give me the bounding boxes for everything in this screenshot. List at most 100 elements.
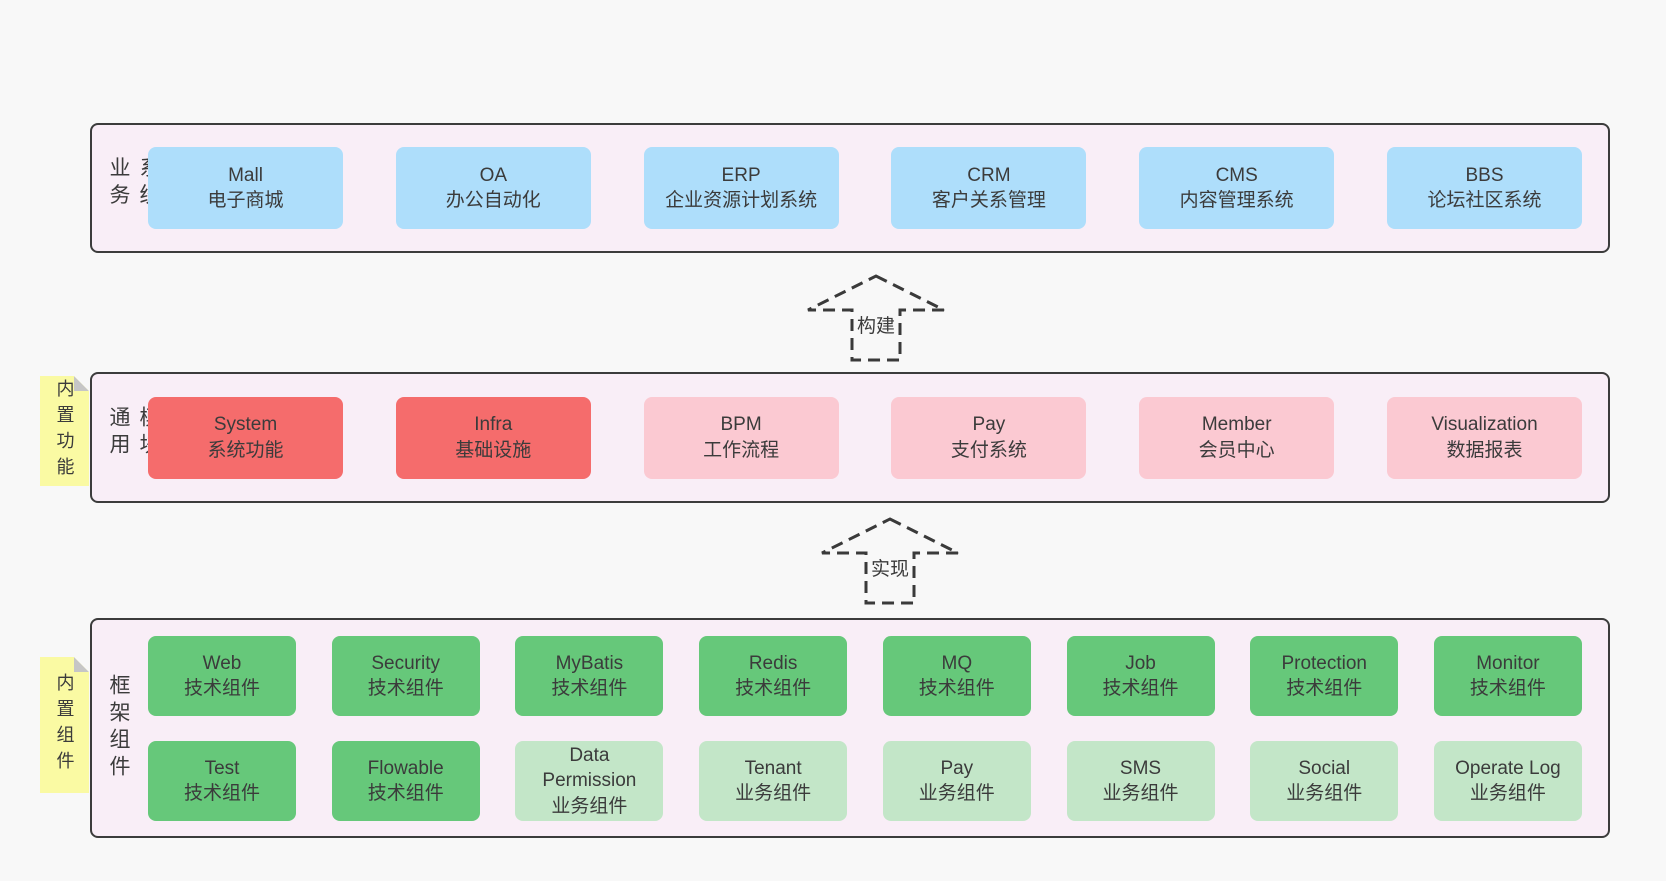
- box-title-en: Infra: [474, 414, 513, 436]
- box-title-en: Operate Log: [1455, 757, 1561, 779]
- box-title-en: CRM: [967, 164, 1011, 186]
- framework-box-row-2: Test 技术组件 Flowable 技术组件 Data Permission …: [148, 741, 1582, 821]
- box-subtitle-zh: 工作流程: [703, 439, 780, 461]
- box-subtitle-zh: 基础设施: [455, 439, 532, 461]
- box-subtitle-zh: 业务组件: [551, 795, 628, 817]
- box-title-en: Tenant: [744, 757, 802, 779]
- box-test: Test 技术组件: [148, 741, 296, 821]
- section-framework-components: 框架组件 Web 技术组件 Security 技术组件 MyBatis 技术组件…: [90, 618, 1610, 838]
- box-visualization: Visualization 数据报表: [1386, 396, 1582, 479]
- box-title-en: Social: [1298, 757, 1351, 779]
- box-title-en: MyBatis: [555, 652, 624, 674]
- box-title-en: CMS: [1215, 164, 1258, 186]
- box-title-en: BPM: [720, 414, 762, 436]
- section-label-framework: 框架组件: [107, 674, 130, 782]
- section-business-systems: 业务系统 Mall 电子商城 OA 办公自动化 ERP 企业资源计划系统 CRM…: [90, 123, 1610, 253]
- box-subtitle-zh: 技术组件: [735, 678, 812, 699]
- box-subtitle-zh: 数据报表: [1446, 439, 1523, 461]
- box-subtitle-zh: 电子商城: [207, 190, 284, 211]
- box-subtitle-zh: 办公自动化: [445, 190, 541, 211]
- box-title-en: Data Permission: [542, 745, 637, 792]
- box-title-en: BBS: [1465, 164, 1504, 186]
- box-subtitle-zh: 技术组件: [183, 783, 260, 804]
- box-flowable: Flowable 技术组件: [331, 741, 480, 821]
- box-subtitle-zh: 会员中心: [1198, 439, 1275, 461]
- framework-box-row-1: Web 技术组件 Security 技术组件 MyBatis 技术组件 Redi…: [148, 636, 1582, 716]
- modules-box-row: System 系统功能 Infra 基础设施 BPM 工作流程 Pay 支付系统…: [148, 374, 1582, 501]
- box-bbs: BBS 论坛社区系统: [1386, 147, 1582, 229]
- box-security: Security 技术组件: [331, 636, 480, 716]
- box-subtitle-zh: 内容管理系统: [1179, 190, 1294, 211]
- box-subtitle-zh: 技术组件: [1469, 678, 1546, 699]
- box-subtitle-zh: 技术组件: [551, 678, 628, 699]
- box-social: Social 业务组件: [1250, 741, 1399, 821]
- box-subtitle-zh: 支付系统: [950, 439, 1027, 461]
- sticky-note-label: 内置组件: [54, 673, 75, 777]
- box-title-en: Web: [202, 652, 242, 674]
- box-title-en: Pay: [940, 757, 974, 779]
- box-subtitle-zh: 技术组件: [1286, 678, 1363, 699]
- box-subtitle-zh: 技术组件: [1102, 678, 1179, 699]
- business-box-row: Mall 电子商城 OA 办公自动化 ERP 企业资源计划系统 CRM 客户关系…: [148, 125, 1582, 251]
- box-subtitle-zh: 业务组件: [1102, 783, 1179, 804]
- box-title-en: Test: [204, 757, 240, 779]
- box-title-en: Monitor: [1476, 652, 1540, 674]
- box-title-en: SMS: [1119, 757, 1162, 779]
- folded-corner-icon: [74, 376, 89, 391]
- section-common-modules: 通用模块 System 系统功能 Infra 基础设施 BPM 工作流程 Pay…: [90, 372, 1610, 503]
- box-subtitle-zh: 技术组件: [367, 783, 444, 804]
- box-sms: SMS 业务组件: [1066, 741, 1215, 821]
- box-title-en: Member: [1201, 414, 1272, 436]
- box-member: Member 会员中心: [1139, 396, 1335, 479]
- box-crm: CRM 客户关系管理: [891, 147, 1087, 229]
- arrow-implement-label: 实现: [867, 554, 913, 581]
- box-subtitle-zh: 业务组件: [735, 783, 812, 804]
- box-subtitle-zh: 业务组件: [1286, 783, 1363, 804]
- box-subtitle-zh: 业务组件: [918, 783, 995, 804]
- box-pay-component: Pay 业务组件: [882, 741, 1031, 821]
- box-operate-log: Operate Log 业务组件: [1433, 741, 1582, 821]
- box-mq: MQ 技术组件: [882, 636, 1031, 716]
- box-subtitle-zh: 客户关系管理: [931, 190, 1046, 211]
- arrow-up-implement: 实现: [820, 517, 960, 605]
- box-web: Web 技术组件: [148, 636, 296, 716]
- sticky-note-built-in-components: 内置组件: [40, 657, 89, 793]
- box-protection: Protection 技术组件: [1250, 636, 1399, 716]
- box-system: System 系统功能: [148, 396, 343, 479]
- box-infra: Infra 基础设施: [395, 396, 591, 479]
- box-oa: OA 办公自动化: [395, 147, 591, 229]
- box-title-en: Job: [1125, 652, 1156, 674]
- box-monitor: Monitor 技术组件: [1433, 636, 1582, 716]
- sticky-note-built-in-features: 内置功能: [40, 376, 89, 486]
- sticky-note-label: 内置功能: [54, 379, 75, 483]
- block-arrow-up-icon: [821, 517, 959, 605]
- box-title-en: MQ: [941, 652, 973, 674]
- box-subtitle-zh: 技术组件: [918, 678, 995, 699]
- box-title-en: Visualization: [1431, 414, 1538, 436]
- box-subtitle-zh: 业务组件: [1469, 783, 1546, 804]
- block-arrow-up-icon: [807, 274, 945, 362]
- box-bpm: BPM 工作流程: [643, 396, 839, 479]
- box-erp: ERP 企业资源计划系统: [643, 147, 839, 229]
- box-subtitle-zh: 论坛社区系统: [1427, 190, 1542, 211]
- box-mybatis: MyBatis 技术组件: [515, 636, 664, 716]
- box-data-permission: Data Permission 业务组件: [515, 741, 664, 821]
- box-subtitle-zh: 技术组件: [183, 678, 260, 699]
- box-cms: CMS 内容管理系统: [1139, 147, 1335, 229]
- box-title-en: Flowable: [367, 757, 444, 779]
- arrow-build-label: 构建: [853, 311, 899, 338]
- arrow-up-build: 构建: [806, 274, 946, 362]
- box-mall: Mall 电子商城: [148, 147, 343, 229]
- box-job: Job 技术组件: [1066, 636, 1215, 716]
- box-title-en: Pay: [972, 414, 1006, 436]
- box-title-en: System: [213, 414, 278, 436]
- box-title-en: ERP: [721, 164, 761, 186]
- box-redis: Redis 技术组件: [699, 636, 848, 716]
- box-title-en: Security: [371, 652, 441, 674]
- box-subtitle-zh: 系统功能: [207, 439, 284, 461]
- box-subtitle-zh: 企业资源计划系统: [665, 190, 818, 211]
- folded-corner-icon: [74, 657, 89, 672]
- box-subtitle-zh: 技术组件: [367, 678, 444, 699]
- box-pay: Pay 支付系统: [891, 396, 1087, 479]
